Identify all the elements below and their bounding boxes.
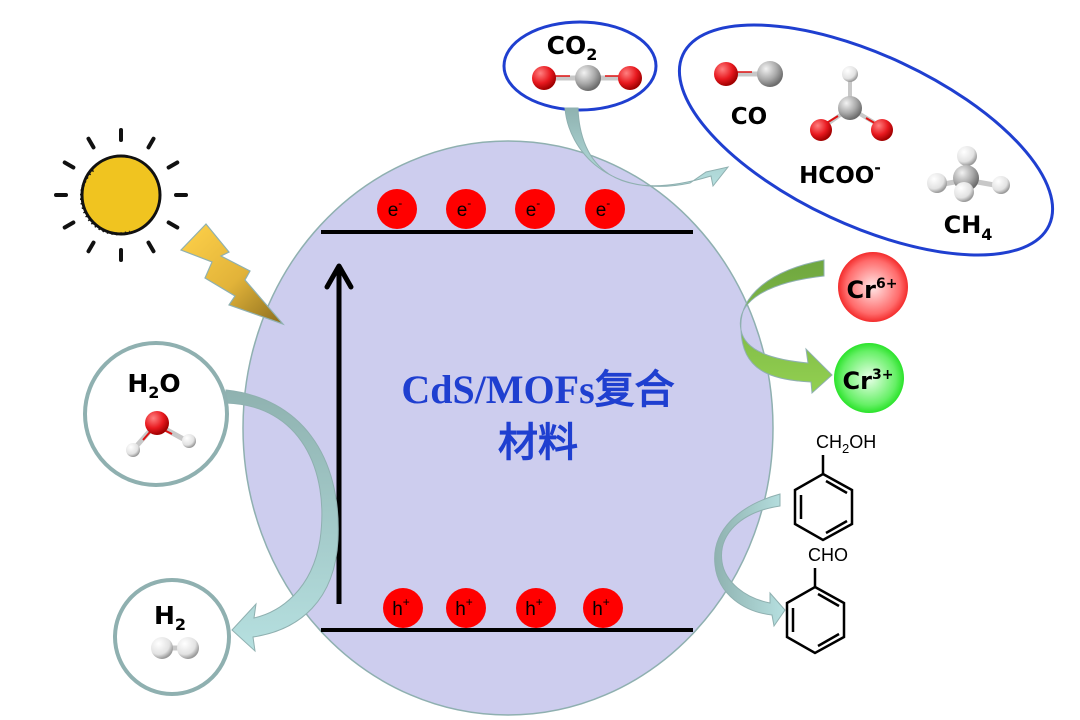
sun-ray xyxy=(166,160,180,170)
catalyst-title-line1: CdS/MOFs复合 xyxy=(401,367,674,412)
hole-group: h+h+h+h+ xyxy=(383,588,623,628)
hole-icon xyxy=(383,588,423,628)
hole-icon xyxy=(583,588,623,628)
h2o-subscript: 2 xyxy=(148,383,159,402)
catalyst-particle xyxy=(242,140,774,716)
excitation-arrow-icon xyxy=(324,263,354,604)
electron-icon xyxy=(377,189,417,229)
cr3-superscript: 3+ xyxy=(872,367,893,383)
hcoo-label: HCOO xyxy=(799,163,874,189)
co2-reduction-arrow-icon xyxy=(564,107,730,188)
co2-label: CO xyxy=(547,31,587,60)
svg-text:H2O: H2O xyxy=(127,369,180,402)
ch4-subscript: 4 xyxy=(981,225,992,244)
hole-icon xyxy=(516,588,556,628)
cr3-label: Cr xyxy=(843,367,873,395)
cr6-superscript: 6+ xyxy=(876,276,897,292)
catalyst-title-line2: 材料 xyxy=(498,420,578,465)
hcoo-superscript: - xyxy=(874,158,881,177)
benzyl-alcohol-subscript: 2 xyxy=(842,441,849,456)
water-molecule-icon xyxy=(126,411,196,457)
sun-ray xyxy=(62,220,76,230)
cr6-label: Cr xyxy=(847,276,877,304)
svg-text:H2: H2 xyxy=(154,601,186,634)
lightning-bolt-icon xyxy=(179,223,285,326)
benzene-ring-icon xyxy=(793,455,854,542)
h2o-label-o: O xyxy=(159,369,180,398)
sun-ray xyxy=(86,240,96,254)
benzaldehyde-product: CHO xyxy=(785,545,848,655)
electron-icon xyxy=(446,189,486,229)
formate-molecule-icon xyxy=(810,66,893,141)
co2-products: CO HCOO- CH4 xyxy=(677,23,1055,257)
benzene-ring-icon xyxy=(785,568,846,655)
co2-subscript: 2 xyxy=(586,45,597,64)
electron-icon xyxy=(585,189,625,229)
sun-icon xyxy=(54,128,188,262)
hole-icon xyxy=(446,588,486,628)
methane-molecule-icon xyxy=(927,146,1010,202)
electron-group: e-e-e-e- xyxy=(377,189,625,229)
alcohol-oxidation-arrow-icon xyxy=(714,493,786,628)
h2o-reactant: H2O xyxy=(83,341,229,487)
h2-label: H xyxy=(154,601,175,630)
svg-text:CH2OH: CH2OH xyxy=(816,432,876,456)
chromium-reduction-arrow-icon xyxy=(739,259,833,395)
benzyl-alcohol-label-a: CH xyxy=(816,432,842,452)
co-molecule-icon xyxy=(714,61,783,87)
benzyl-alcohol-reactant: CH2OH xyxy=(793,432,876,542)
benzaldehyde-label: CHO xyxy=(808,545,848,565)
svg-text:CO2: CO2 xyxy=(547,31,598,64)
svg-text:Cr6+: Cr6+ xyxy=(847,276,898,304)
sun-ray xyxy=(146,240,156,254)
sun-ray xyxy=(146,136,156,150)
svg-text:Cr3+: Cr3+ xyxy=(843,367,894,395)
hydrogen-molecule-icon xyxy=(151,637,199,659)
co2-reactant: CO2 xyxy=(502,20,658,112)
cr6-reactant: Cr6+ xyxy=(838,252,908,322)
electron-icon xyxy=(515,189,555,229)
svg-text:HCOO-: HCOO- xyxy=(799,158,881,189)
h2-subscript: 2 xyxy=(175,615,186,634)
co-label: CO xyxy=(731,104,767,130)
benzyl-alcohol-label-b: OH xyxy=(849,432,876,452)
svg-text:CH4: CH4 xyxy=(944,211,993,244)
h2-product: H2 xyxy=(113,578,231,696)
cr3-product: Cr3+ xyxy=(834,343,904,413)
water-splitting-arrow-icon xyxy=(225,389,339,653)
h2o-label-h: H xyxy=(127,369,148,398)
sun-ray xyxy=(166,220,180,230)
co2-molecule-icon xyxy=(532,65,642,91)
sun-ray xyxy=(86,136,96,150)
sun-ray xyxy=(62,160,76,170)
ch4-label: CH xyxy=(944,211,982,239)
